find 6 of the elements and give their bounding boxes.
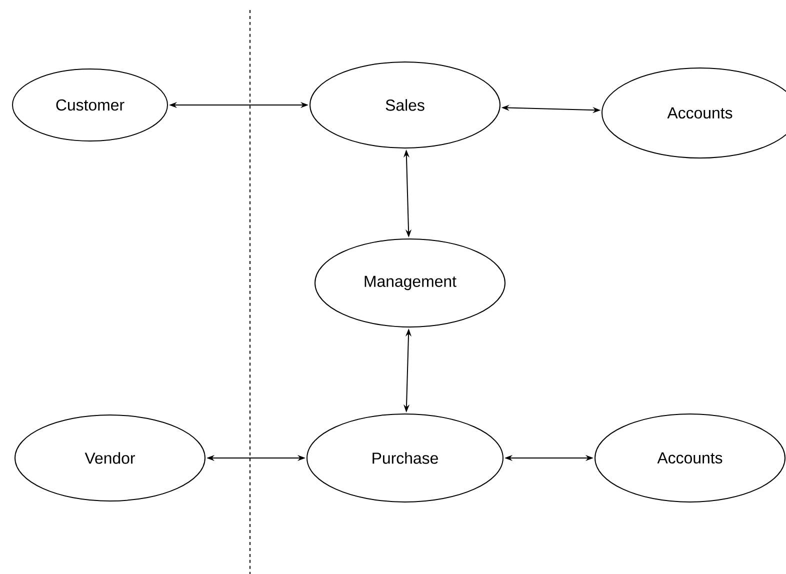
ellipse-node: Vendor: [14, 414, 206, 502]
ellipse-node: Accounts: [594, 413, 786, 502]
ellipse-node: Sales: [310, 62, 500, 148]
ellipse-node: Management: [314, 238, 506, 328]
ellipse-node: Purchase: [306, 413, 504, 502]
ellipse-node: Customer: [12, 68, 168, 142]
